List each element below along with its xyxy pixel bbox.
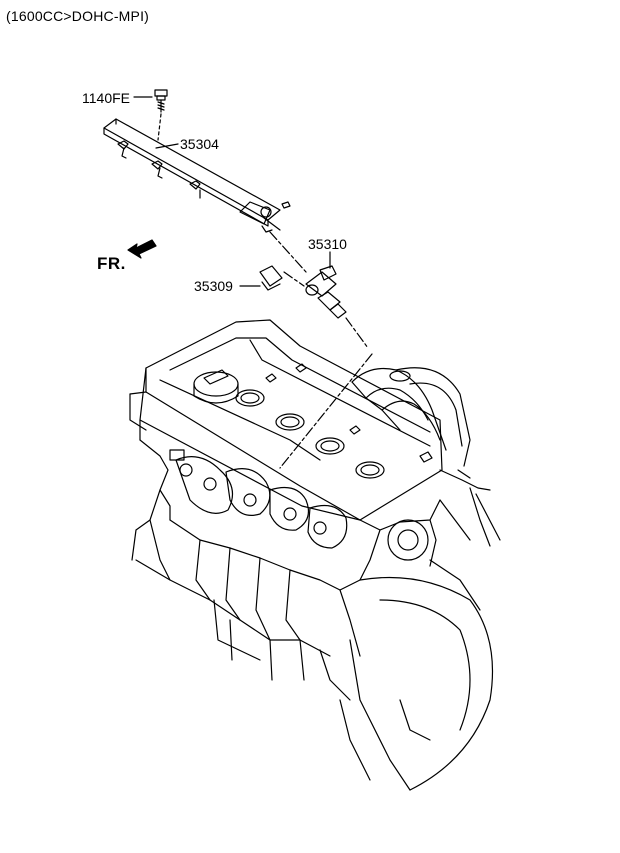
arrow-left-down-icon <box>127 239 157 259</box>
injector-clip-35309[interactable] <box>239 265 305 291</box>
fuel-injector-35310[interactable] <box>305 251 369 349</box>
engine-assembly <box>129 319 501 791</box>
label-35309[interactable]: 35309 <box>194 278 233 294</box>
assembly-guide-line <box>279 353 373 469</box>
engine-spec-caption: (1600CC>DOHC-MPI) <box>6 8 150 24</box>
bolt-1140fe[interactable] <box>133 89 168 141</box>
label-1140fe[interactable]: 1140FE <box>82 90 130 106</box>
label-35304[interactable]: 35304 <box>180 136 219 152</box>
fuel-rail-35304[interactable] <box>103 118 307 273</box>
label-35310[interactable]: 35310 <box>308 236 347 252</box>
front-direction-label: FR. <box>97 254 126 273</box>
